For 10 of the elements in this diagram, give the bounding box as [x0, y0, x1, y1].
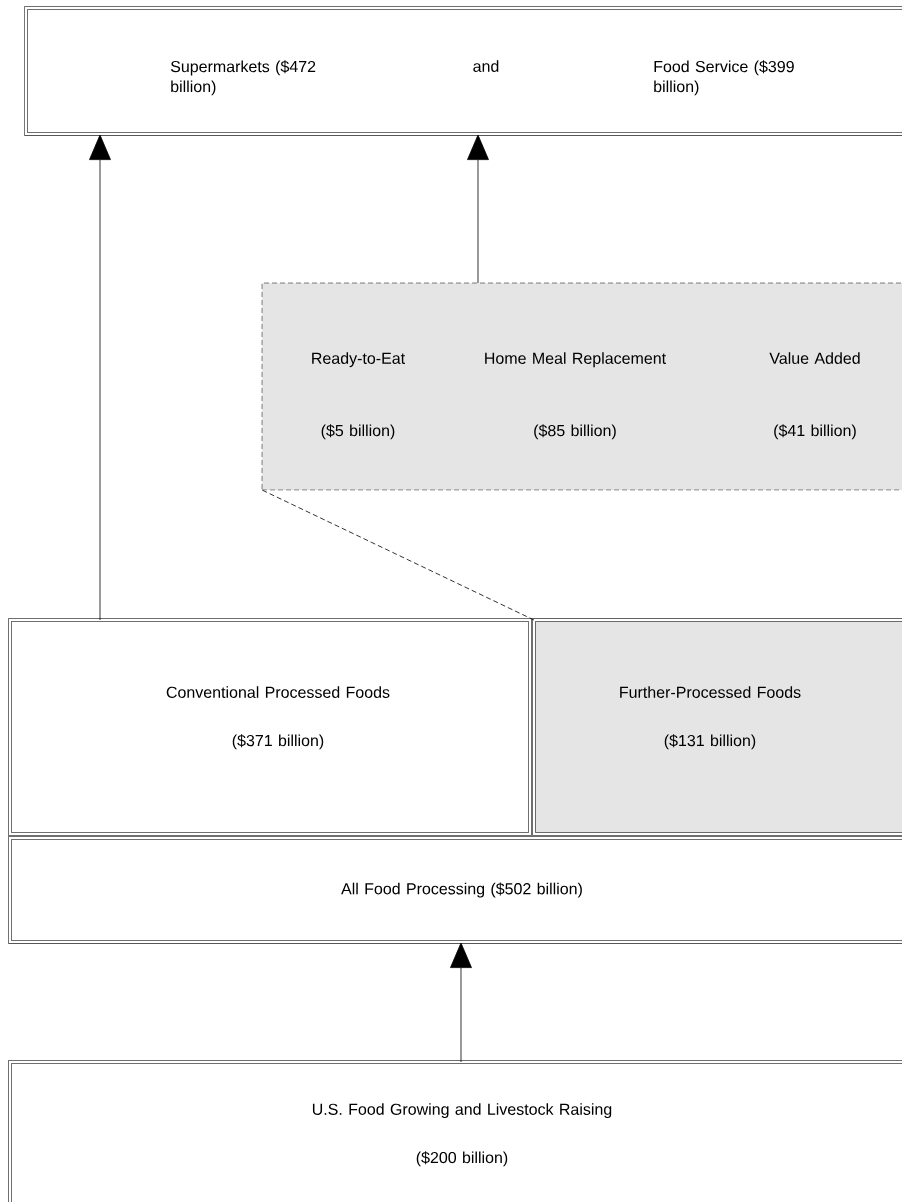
process-box: Conventional Processed Foods ($371 billion)	[8, 618, 532, 836]
arrow	[89, 134, 111, 621]
process-box: Further-Processed Foods ($131 billion)	[532, 618, 902, 836]
arrow	[450, 942, 472, 1063]
market-box: Supermarkets ($472 billion) and Food Service ($399 billion)	[24, 6, 902, 136]
farm-box: U.S. Food Growing and Livestock Raising ($200 billion)	[8, 1060, 902, 1202]
leader-line	[261, 489, 535, 621]
arrow	[467, 134, 489, 284]
process-box: All Food Processing ($502 billion)	[8, 836, 902, 944]
product-box: Ready-to-Eat ($5 billion) Home Meal Replacement ($85 billion) Value Added ($41 billion)	[261, 282, 902, 491]
